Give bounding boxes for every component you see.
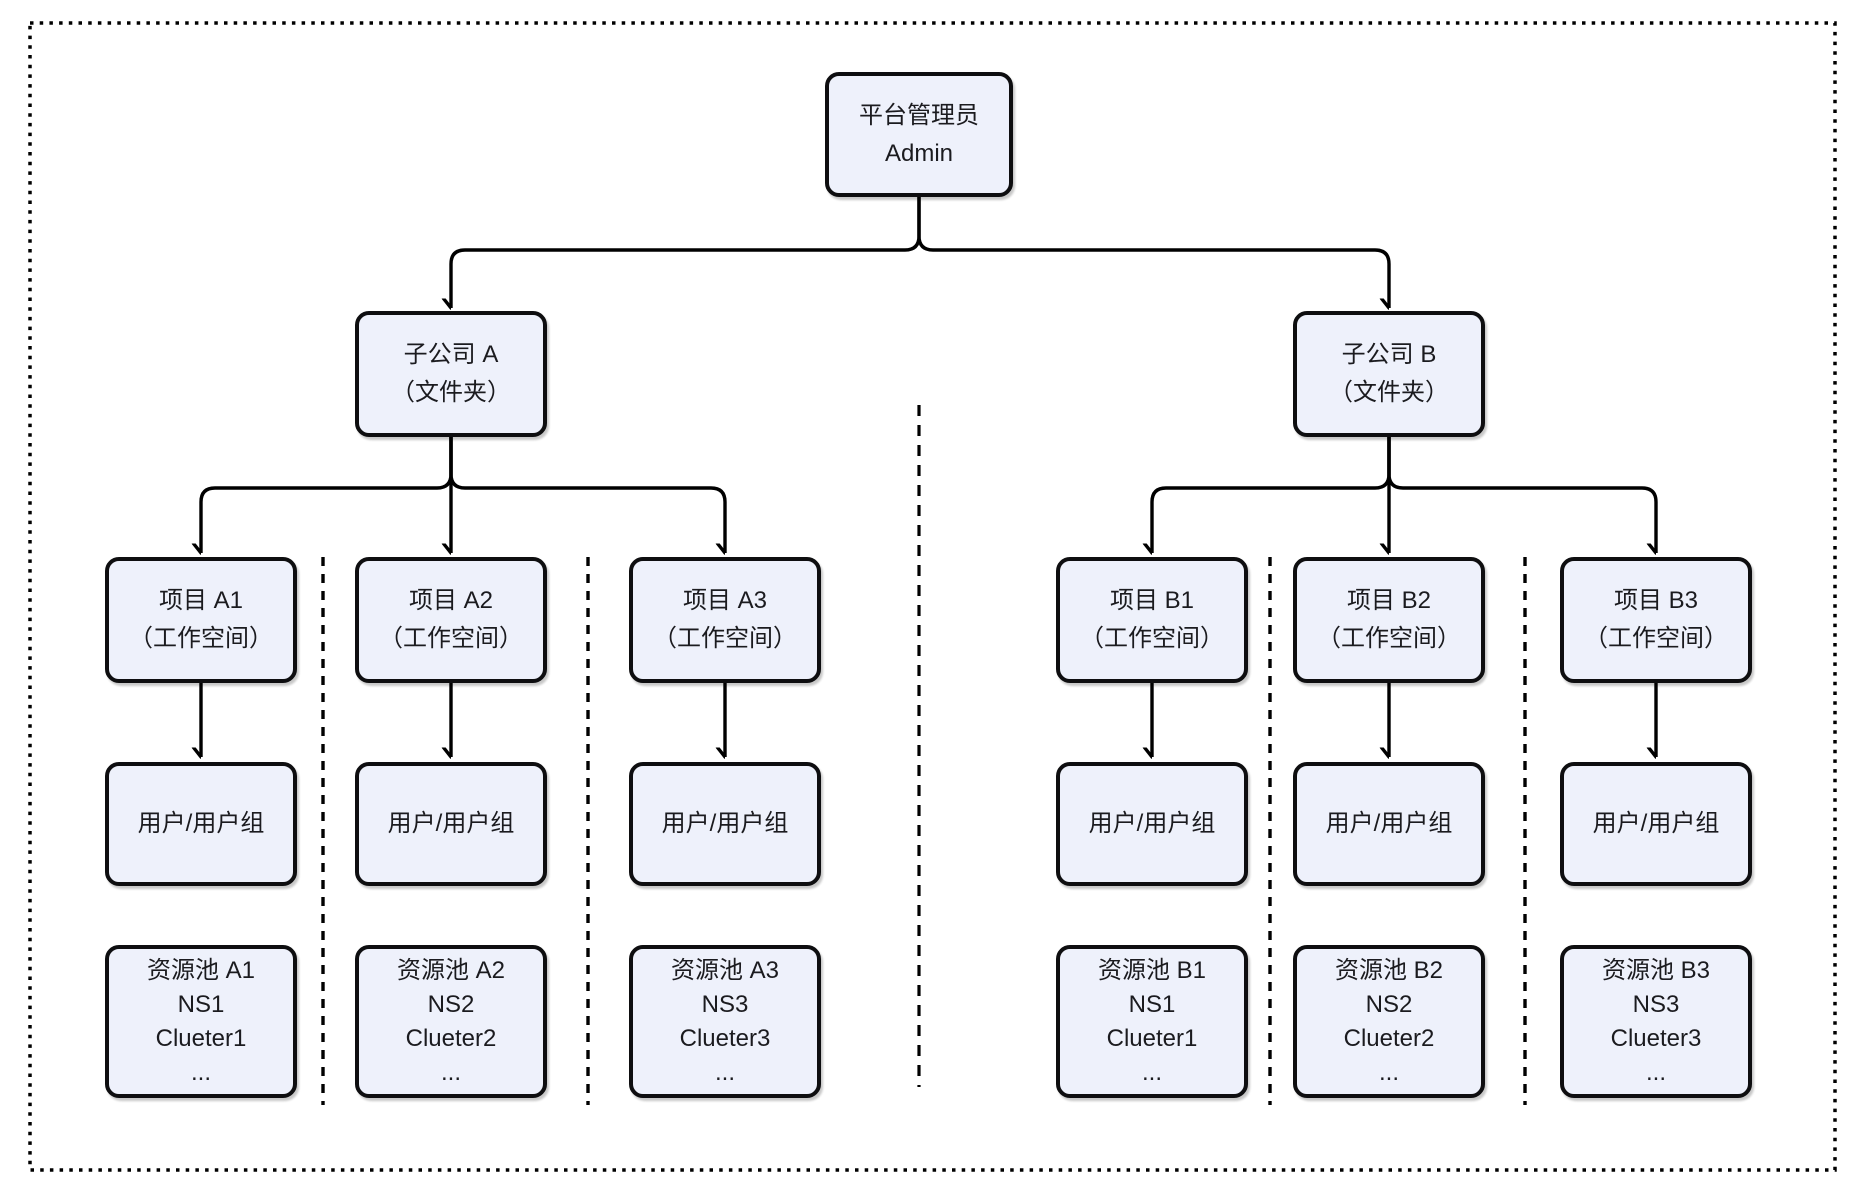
node-users-b3: 用户/用户组 bbox=[1560, 762, 1752, 886]
node-label: 用户/用户组 bbox=[1592, 810, 1720, 837]
connector-folder-b-project-b3 bbox=[1387, 437, 1658, 553]
node-project-b2: 项目 B2 （工作空间） bbox=[1293, 557, 1485, 683]
node-users-a2: 用户/用户组 bbox=[355, 762, 547, 886]
node-label: 用户/用户组 bbox=[661, 810, 789, 837]
pool-ellipsis: ... bbox=[1645, 1058, 1666, 1086]
pool-cluster: Clueter1 bbox=[1106, 1024, 1198, 1052]
pool-namespace: NS3 bbox=[1632, 990, 1680, 1018]
node-project-a2: 项目 A2 （工作空间） bbox=[355, 557, 547, 683]
pool-ellipsis: ... bbox=[714, 1058, 735, 1086]
pool-title: 资源池 A3 bbox=[670, 956, 780, 984]
pool-ellipsis: ... bbox=[190, 1058, 211, 1086]
node-label: 项目 A2 bbox=[408, 587, 494, 614]
node-label: 项目 A1 bbox=[158, 587, 244, 614]
pool-namespace: NS1 bbox=[1128, 990, 1176, 1018]
pool-namespace: NS2 bbox=[1365, 990, 1413, 1018]
pool-title: 资源池 B2 bbox=[1334, 956, 1444, 984]
node-label: 项目 B1 bbox=[1109, 587, 1195, 614]
node-folder-a: 子公司 A （文件夹） bbox=[355, 311, 547, 437]
outer-dotted-border bbox=[28, 21, 1837, 1172]
connector-folder-a-project-a1 bbox=[201, 437, 453, 553]
node-sublabel: （工作空间） bbox=[1584, 625, 1728, 652]
connector-admin-folder-b bbox=[917, 197, 1391, 308]
pool-cluster: Clueter3 bbox=[1610, 1024, 1702, 1052]
node-label: 用户/用户组 bbox=[1088, 810, 1216, 837]
node-project-b3: 项目 B3 （工作空间） bbox=[1560, 557, 1752, 683]
pool-ellipsis: ... bbox=[1141, 1058, 1162, 1086]
node-label: 平台管理员 bbox=[859, 101, 979, 129]
pool-title: 资源池 A1 bbox=[146, 956, 256, 984]
pool-ellipsis: ... bbox=[1378, 1058, 1399, 1086]
node-pool-a2: 资源池 A2 NS2 Clueter2 ... bbox=[355, 945, 547, 1098]
node-sublabel: Admin bbox=[884, 139, 954, 167]
pool-ellipsis: ... bbox=[440, 1058, 461, 1086]
pool-title: 资源池 A2 bbox=[396, 956, 506, 984]
pool-namespace: NS2 bbox=[427, 990, 475, 1018]
node-sublabel: （文件夹） bbox=[391, 379, 511, 406]
pool-namespace: NS1 bbox=[177, 990, 225, 1018]
node-label: 用户/用户组 bbox=[137, 810, 265, 837]
pool-title: 资源池 B1 bbox=[1097, 956, 1207, 984]
node-sublabel: （工作空间） bbox=[1080, 625, 1224, 652]
pool-cluster: Clueter1 bbox=[155, 1024, 247, 1052]
pool-title: 资源池 B3 bbox=[1601, 956, 1711, 984]
node-sublabel: （工作空间） bbox=[129, 625, 273, 652]
node-label: 子公司 B bbox=[1341, 341, 1437, 368]
node-sublabel: （文件夹） bbox=[1329, 379, 1449, 406]
pool-cluster: Clueter2 bbox=[405, 1024, 497, 1052]
node-folder-b: 子公司 B （文件夹） bbox=[1293, 311, 1485, 437]
node-label: 子公司 A bbox=[403, 341, 499, 368]
node-platform-admin: 平台管理员 Admin bbox=[825, 72, 1013, 197]
connector-admin-folder-a bbox=[451, 197, 921, 308]
node-project-a3: 项目 A3 （工作空间） bbox=[629, 557, 821, 683]
node-label: 用户/用户组 bbox=[387, 810, 515, 837]
pool-cluster: Clueter3 bbox=[679, 1024, 771, 1052]
node-pool-b3: 资源池 B3 NS3 Clueter3 ... bbox=[1560, 945, 1752, 1098]
node-project-b1: 项目 B1 （工作空间） bbox=[1056, 557, 1248, 683]
node-pool-a1: 资源池 A1 NS1 Clueter1 ... bbox=[105, 945, 297, 1098]
node-label: 项目 B3 bbox=[1613, 587, 1699, 614]
node-sublabel: （工作空间） bbox=[379, 625, 523, 652]
connector-folder-a-project-a3 bbox=[449, 437, 727, 553]
node-pool-b1: 资源池 B1 NS1 Clueter1 ... bbox=[1056, 945, 1248, 1098]
node-users-b2: 用户/用户组 bbox=[1293, 762, 1485, 886]
node-pool-b2: 资源池 B2 NS2 Clueter2 ... bbox=[1293, 945, 1485, 1098]
node-users-b1: 用户/用户组 bbox=[1056, 762, 1248, 886]
pool-namespace: NS3 bbox=[701, 990, 749, 1018]
node-label: 项目 A3 bbox=[682, 587, 768, 614]
node-sublabel: （工作空间） bbox=[653, 625, 797, 652]
node-label: 用户/用户组 bbox=[1325, 810, 1453, 837]
node-users-a3: 用户/用户组 bbox=[629, 762, 821, 886]
node-project-a1: 项目 A1 （工作空间） bbox=[105, 557, 297, 683]
connector-folder-b-project-b1 bbox=[1152, 437, 1391, 553]
node-sublabel: （工作空间） bbox=[1317, 625, 1461, 652]
pool-cluster: Clueter2 bbox=[1343, 1024, 1435, 1052]
node-users-a1: 用户/用户组 bbox=[105, 762, 297, 886]
node-pool-a3: 资源池 A3 NS3 Clueter3 ... bbox=[629, 945, 821, 1098]
node-label: 项目 B2 bbox=[1346, 587, 1432, 614]
